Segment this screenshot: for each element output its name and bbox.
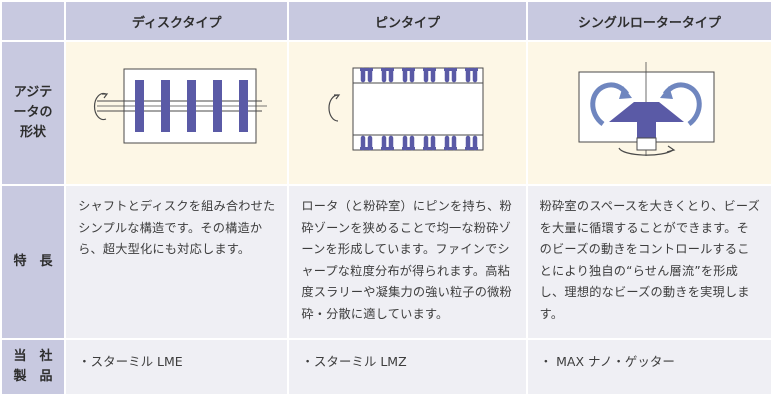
col-header-disk: ディスクタイプ xyxy=(66,2,288,40)
features-disk-cell: シャフトとディスクを組み合わせたシンプルな構造です。その構造から、超大型化にも対… xyxy=(66,186,288,338)
single-rotor-illustration-cell xyxy=(527,42,771,184)
agitator-comparison-table: ディスクタイプ ピンタイプ シングルロータータイプ アジテ ータの 形状 xyxy=(2,2,771,394)
product-max-nano-getter: ・ MAX ナノ・ゲッター xyxy=(539,354,675,369)
pin-type-illustration-cell xyxy=(289,42,526,184)
products-pin-cell: ・スターミル LMZ xyxy=(289,340,526,394)
features-disk-text: シャフトとディスクを組み合わせたシンプルな構造です。その構造から、超大型化にも対… xyxy=(78,199,276,256)
products-disk-cell: ・スターミル LME xyxy=(66,340,288,394)
product-lme: ・スターミル LME xyxy=(78,354,183,369)
row-header-agitator: アジテ ータの 形状 xyxy=(2,42,65,184)
single-rotor-illustration xyxy=(578,62,715,156)
agitator-shape-row: アジテ ータの 形状 xyxy=(2,42,771,184)
corner-cell xyxy=(2,2,65,40)
col-header-single-rotor: シングルロータータイプ xyxy=(527,2,771,40)
features-pin-cell: ロータ（と粉砕室）にピンを持ち、粉砕ゾーンを狭めることで均一な粉砕ゾーンを形成し… xyxy=(289,186,526,338)
row-header-agitator-line1: アジテ xyxy=(13,84,53,100)
disk-type-illustration-cell xyxy=(66,42,288,184)
disk-type-illustration xyxy=(93,68,267,144)
row-header-products-line2: 製 品 xyxy=(13,369,53,384)
pin-type-illustration xyxy=(327,67,483,151)
products-row: 当 社 製 品 ・スターミル LME ・スターミル LMZ ・ MAX ナノ・ゲ… xyxy=(2,340,771,394)
row-header-products-line1: 当 社 xyxy=(13,348,53,364)
row-header-agitator-line3: 形状 xyxy=(20,125,47,141)
product-lmz: ・スターミル LMZ xyxy=(301,354,407,369)
row-header-products: 当 社 製 品 xyxy=(2,340,65,394)
features-pin-text: ロータ（と粉砕室）にピンを持ち、粉砕ゾーンを狭めることで均一な粉砕ゾーンを形成し… xyxy=(301,199,512,321)
features-row: 特 長 シャフトとディスクを組み合わせたシンプルな構造です。その構造から、超大型… xyxy=(2,186,771,338)
row-header-agitator-line2: ータの xyxy=(13,104,53,120)
header-row: ディスクタイプ ピンタイプ シングルロータータイプ xyxy=(2,2,771,40)
features-single-rotor-cell: 粉砕室のスペースを大きくとり、ビーズを大量に循環することができます。そのビーズの… xyxy=(527,186,771,338)
products-single-rotor-cell: ・ MAX ナノ・ゲッター xyxy=(527,340,771,394)
col-header-pin: ピンタイプ xyxy=(289,2,526,40)
features-single-rotor-text: 粉砕室のスペースを大きくとり、ビーズを大量に循環することができます。そのビーズの… xyxy=(539,199,761,321)
row-header-features: 特 長 xyxy=(2,186,65,338)
